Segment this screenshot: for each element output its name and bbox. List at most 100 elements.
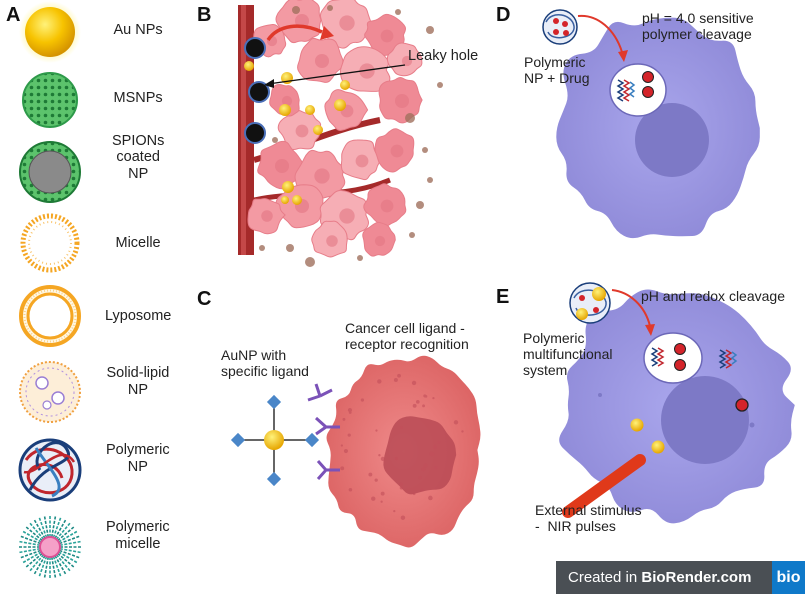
cytoplasm-speck xyxy=(371,496,376,501)
external-stimulus-label: External stimulus - NIR pulses xyxy=(535,502,642,535)
micelle-strand xyxy=(38,556,48,577)
cytoplasm-speck xyxy=(393,509,396,513)
micelle-strand xyxy=(22,530,42,543)
cytoplasm-speck xyxy=(420,488,424,492)
panel-letter-c: C xyxy=(197,288,212,310)
panel-letter-a: A xyxy=(6,4,21,26)
tumor-cell-nucleus xyxy=(274,158,290,174)
leaky-hole-icon xyxy=(248,81,270,103)
extravasated-particle xyxy=(395,9,401,15)
cytoplasm-speck xyxy=(348,411,352,414)
micelle-strand xyxy=(50,516,57,538)
micelle-strand xyxy=(58,551,78,564)
micelle-strand xyxy=(54,555,67,575)
nucleus-e xyxy=(661,376,749,464)
micelle-strand xyxy=(59,540,81,547)
micelle-strand xyxy=(20,549,41,559)
np-label-0: Au NPs xyxy=(113,21,163,38)
extravasation-arrow xyxy=(266,24,323,42)
multifunctional-system-label: Polymeric multifunctional system xyxy=(523,330,613,379)
cytoplasm-speck xyxy=(434,466,438,470)
tumor-cell-nucleus xyxy=(380,29,394,43)
micelle-strand xyxy=(29,522,45,540)
cytoplasm-speck xyxy=(429,451,435,457)
panel-c-ligand-targeting xyxy=(230,355,481,548)
tumor-cell-nucleus xyxy=(314,168,330,184)
receptor-recognition-label: Cancer cell ligand - receptor recognitio… xyxy=(345,320,469,353)
micelle-strand xyxy=(55,522,71,540)
leaky-hole-label: Leaky hole xyxy=(408,48,479,64)
micelle-strand xyxy=(33,519,46,539)
extravasated-particle xyxy=(409,232,415,238)
np-label-6: Polymeric NP xyxy=(106,442,170,475)
cytoplasm-speck xyxy=(461,430,464,433)
micelle-strand xyxy=(25,526,43,542)
micelle-strand xyxy=(52,517,62,538)
micelle-strand xyxy=(38,517,48,538)
extravasated-particle xyxy=(437,82,443,88)
cytoplasm-speck xyxy=(412,492,416,496)
ph-cleavage-label: pH = 4.0 sensitive polymer cleavage xyxy=(642,10,754,43)
extravasated-particle xyxy=(357,255,363,261)
micelle-strand xyxy=(29,554,45,572)
panel-a-nanoparticles xyxy=(18,1,82,578)
cytoplasm-speck xyxy=(393,377,398,382)
uptake-arrow-d xyxy=(577,14,623,53)
cytoplasm-speck xyxy=(412,403,417,408)
uptake-arrow-e xyxy=(611,289,651,327)
nir-pulse-beam xyxy=(562,454,646,518)
micelle-strand xyxy=(58,530,78,543)
micelle-strand xyxy=(19,540,41,547)
cytoplasm-speck xyxy=(378,453,381,457)
biorender-logo: bio xyxy=(772,561,805,594)
cytoplasm-speck xyxy=(360,398,365,402)
tumor-cell-nucleus xyxy=(355,154,369,168)
cytoplasm-speck xyxy=(397,373,401,378)
leaky-hole-pointer xyxy=(267,64,406,85)
tumor-cell-nucleus xyxy=(314,53,330,69)
cytoplasm-speck xyxy=(340,444,344,447)
micelle-strand xyxy=(33,555,46,575)
cytoplasm-speck xyxy=(347,433,351,437)
extravasated-particle xyxy=(272,137,278,143)
cytoplasm-speck xyxy=(399,482,403,486)
extravasated-particle xyxy=(292,6,300,14)
extravasated-particle xyxy=(259,245,265,251)
panel-letter-b: B xyxy=(197,4,212,26)
tumor-cell-nucleus xyxy=(295,124,309,138)
extravasated-particle xyxy=(405,113,415,123)
tumor-cell-nucleus xyxy=(374,235,386,247)
np-label-4: Lyposome xyxy=(105,307,172,324)
micelle-strand xyxy=(43,556,50,578)
cytoplasm-speck xyxy=(432,444,438,450)
micelle-strand xyxy=(57,552,75,568)
cytoplasm-speck xyxy=(347,407,353,413)
cancer-cell-nucleus xyxy=(383,416,457,495)
micelle-icon xyxy=(20,213,80,273)
cytoplasm-speck xyxy=(348,487,353,492)
micelle-strand xyxy=(22,551,42,564)
tumor-cell-nucleus xyxy=(339,15,355,31)
cytoplasm-speck xyxy=(380,456,385,462)
solid-lipid-np-icon xyxy=(19,361,81,423)
tumor-cell-nucleus xyxy=(390,144,404,158)
cytoplasm-speck xyxy=(377,379,382,384)
cytoplasm-speck xyxy=(368,472,373,477)
panel-d-ph-cleavage xyxy=(542,9,760,239)
cytoplasm-speck xyxy=(343,448,349,454)
micelle-strand xyxy=(52,556,62,577)
np-label-7: Polymeric micelle xyxy=(106,519,170,552)
np-label-1: MSNPs xyxy=(113,89,163,106)
spion-coated-np-icon xyxy=(19,141,81,203)
cytoplasm-speck xyxy=(432,397,435,400)
tumor-cell-nucleus xyxy=(401,55,413,67)
cytoplasm-speck xyxy=(422,404,425,408)
panel-b-tumor-vasculature xyxy=(238,0,443,267)
micelle-strand xyxy=(25,552,43,568)
endosome-e xyxy=(643,332,703,384)
micelle-strand xyxy=(59,549,80,559)
lyposome-icon xyxy=(19,285,81,347)
ph-redox-cleavage-label: pH and redox cleavage xyxy=(641,288,785,304)
extravasated-particle xyxy=(422,147,428,153)
